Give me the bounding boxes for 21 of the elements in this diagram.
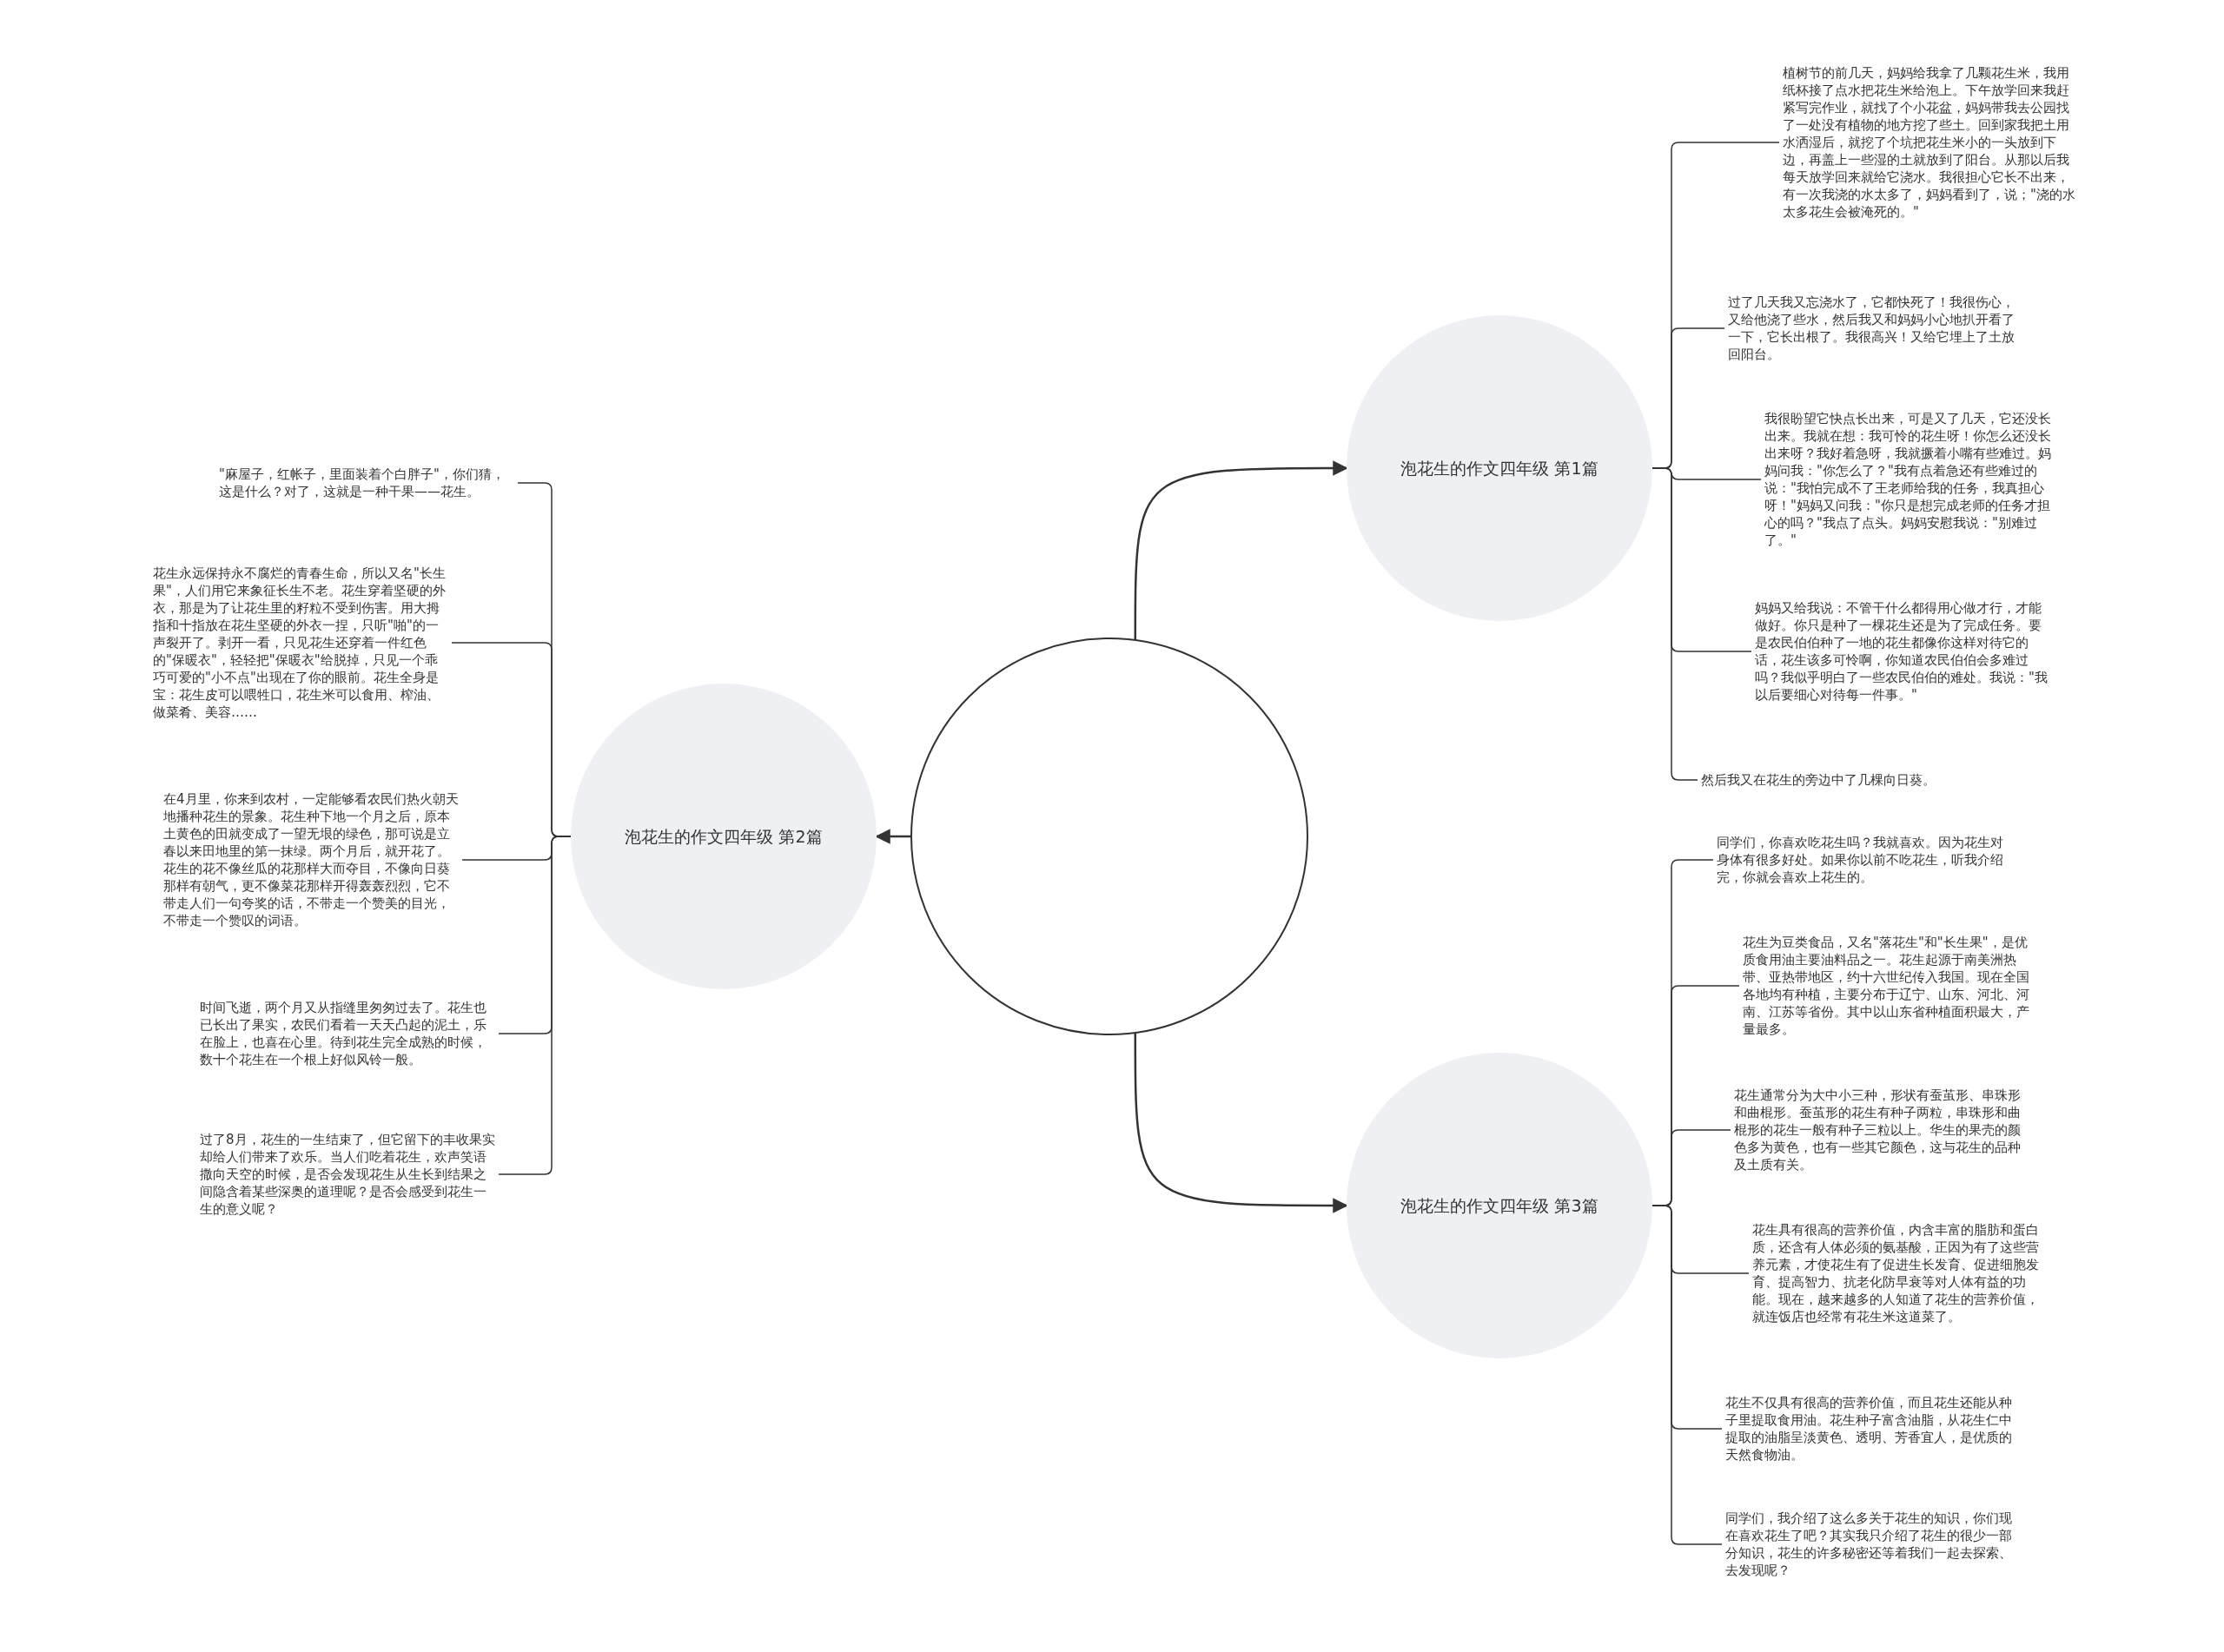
paragraph-text: 花生具有很高的营养价值，内含丰富的脂肪和蛋白质，还含有人体必须的氨基酸，正因为有了这些营养元素，才使花生有了促进生长发育、促进细胞发育、提高智力、抗老化防早衰等对人体有益的功能。现在，越来越多的人知道了花生的营养价值，就连饭店也经常有花生米这道菜了。 — [1752, 1221, 2048, 1325]
paragraph-text: 然后我又在花生的旁边中了几棵向日葵。 — [1701, 771, 1996, 789]
paragraph-text: 花生为豆类食品，又名"落花生"和"长生果"，是优质食用油主要油料品之一。花生起源于南美洲热带、亚热带地区，约十六世纪传入我国。现在全国各地均有种植，主要分布于辽宁、山东、河北、河南、江苏等省份。其中以山东省种植面积最大，产量最多。 — [1743, 934, 2038, 1038]
paragraph-text: 过了几天我又忘浇水了，它都快死了！我很伤心，又给他浇了些水，然后我又和妈妈小心地扒开看了一下，它长出根了。我很高兴！又给它埋上了土放回阳台。 — [1728, 294, 2023, 363]
paragraph-text: 花生永远保持永不腐烂的青春生命，所以又名"长生果"，人们用它来象征长生不老。花生穿着坚硬的外衣，那是为了让花生里的籽粒不受到伤害。用大拇指和十指放在花生坚硬的外衣一捏，只听"啪"的一声裂开了。剥开一看，只见花生还穿着一件红色的"保暖衣"，轻轻把"保暖衣"给脱掉，只见一个乖巧可爱的"小不点"出现在了你的眼前。花生全身是宝：花生皮可以喂牲口，花生米可以食用、榨油、做菜肴、美容…… — [153, 565, 448, 721]
topic-title: 泡花生的作文四年级 第2篇 — [625, 825, 823, 848]
paragraph-text: 花生通常分为大中小三种，形状有蚕茧形、串珠形和曲棍形。蚕茧形的花生有种子两粒，串珠形和曲棍形的花生一般有种子三粒以上。华生的果壳的颜色多为黄色，也有一些其它颜色，这与花生的品种及土质有关。 — [1734, 1087, 2029, 1173]
topic-title: 泡花生的作文四年级 第1篇 — [1400, 457, 1598, 479]
paragraph-text: 妈妈又给我说：不管干什么都得用心做才行，才能做好。你只是种了一棵花生还是为了完成任务。要是农民伯伯种了一地的花生都像你这样对待它的话，花生该多可怜啊，你知道农民伯伯会多难过吗？我似乎明白了一些农民伯伯的难处。我说："我以后要细心对待每一件事。" — [1755, 599, 2050, 704]
arrow — [1134, 1034, 1348, 1213]
paragraph-text: "麻屋子，红帐子，里面装着个白胖子"，你们猜，这是什么？对了，这就是一种干果——花生。 — [219, 466, 514, 500]
paragraph-text: 植树节的前几天，妈妈给我拿了几颗花生米，我用纸杯接了点水把花生米给泡上。下午放学回来我赶紧写完作业，就找了个小花盆，妈妈带我去公园找了一处没有植物的地方挖了些土。回到家我把土用水洒湿后，就挖了个坑把花生米小的一头放到下边，再盖上一些湿的土就放到了阳台。从那以后我每天放学回来就给它浇水。我很担心它长不出来，有一次我浇的水太多了，妈妈看到了，说；"浇的水太多花生会被淹死的。" — [1783, 64, 2078, 221]
paragraph-text: 我很盼望它快点长出来，可是又了几天，它还没长出来。我就在想：我可怜的花生呀！你怎么还没长出来呀？我好着急呀，我就撅着小嘴有些难过。妈妈问我："你怎么了？"我有点着急还有些难过的说："我怕完成不了王老师给我的任务，我真担心呀！"妈妈又问我："你只是想完成老师的任务才担心的吗？"我点了点头。妈妈安慰我说："别难过了。" — [1764, 410, 2060, 549]
paragraph-text: 同学们，你喜欢吃花生吗？我就喜欢。因为花生对身体有很多好处。如果你以前不吃花生，听我介绍完，你就会喜欢上花生的。 — [1717, 834, 2012, 886]
paragraph-text: 在4月里，你来到农村，一定能够看农民们热火朝天地播种花生的景象。花生种下地一个月之后，原本土黄色的田就变成了一望无垠的绿色，那可说是立春以来田地里的第一抹绿。两个月后，就开花了。花生的花不像丝瓜的花那样大而夺目，不像向日葵那样有朝气，更不像菜花那样开得轰轰烈烈，它不带走人们一句夸奖的话，不带走一个赞美的目光，不带走一个赞叹的词语。 — [163, 790, 459, 929]
paragraph-text: 过了8月，花生的一生结束了，但它留下的丰收果实却给人们带来了欢乐。当人们吃着花生，欢声笑语撒向天空的时候，是否会发现花生从生长到结果之间隐含着某些深奥的道理呢？是否会感受到花生一生的意义呢？ — [200, 1131, 495, 1218]
paragraph-text: 时间飞逝，两个月又从指缝里匆匆过去了。花生也已长出了果实，农民们看着一天天凸起的泥土，乐在脸上，也喜在心里。待到花生完全成熟的时候，数十个花生在一个根上好似风铃一般。 — [200, 999, 495, 1068]
paragraph-text: 花生不仅具有很高的营养价值，而且花生还能从种子里提取食用油。花生种子富含油脂，从花生仁中提取的油脂呈淡黄色、透明、芳香宜人，是优质的天然食物油。 — [1725, 1394, 2021, 1464]
paragraph-text: 同学们，我介绍了这么多关于花生的知识，你们现在喜欢花生了吧？其实我只介绍了花生的很少一部分知识，花生的许多秘密还等着我们一起去探索、去发现呢？ — [1725, 1510, 2021, 1579]
topic-title: 泡花生的作文四年级 第3篇 — [1400, 1194, 1598, 1217]
arrow — [1134, 460, 1348, 639]
